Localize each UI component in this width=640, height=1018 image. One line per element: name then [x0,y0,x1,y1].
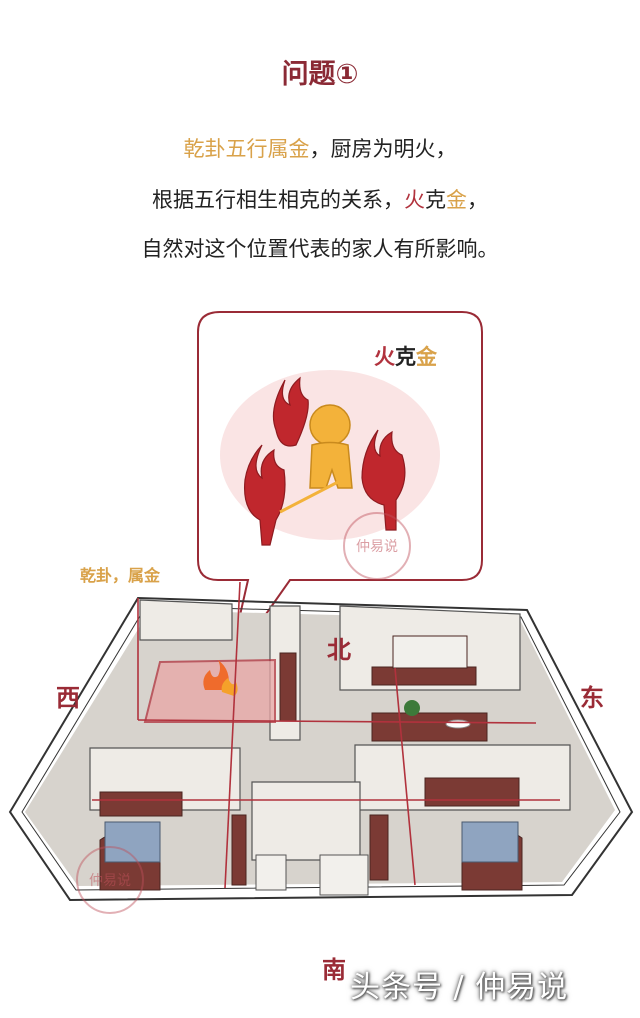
toilet-shape [255,854,287,891]
stick-shape [279,480,339,514]
direction-south: 南 [322,956,346,984]
kitchen-zone [143,658,276,723]
bagua-lines [92,581,560,889]
page-title: 问题① [281,59,359,90]
stamp-logo: 仲易说 [343,512,411,580]
qian-metal-text: 乾卦五行属金 [183,137,310,161]
text-line-3: 自然对这个位置代表的家人有所影响。 [141,237,499,261]
fire-word: 火 [404,188,425,212]
stove-fire-icon [203,660,238,696]
watermark: 头条号 / 仲易说 [350,970,569,1005]
stamp-logo-2: 仲易说 [76,846,144,914]
dish-icon [445,719,471,729]
fire-overcome-metal-label: 火克金 [374,341,437,371]
fire-figure-icon [243,376,406,546]
bubble-overcome: 克 [395,345,416,369]
bubble-fire: 火 [374,345,395,369]
washer-shape [319,854,369,896]
qian-label: 乾卦，属金 [80,562,160,586]
kitchen-fire-text: ，厨房为明火， [309,137,457,161]
bubble-metal: 金 [416,345,437,369]
metal-figure-icon [309,404,353,489]
plant-icon [404,700,420,716]
text-line-1: 乾卦五行属金，厨房为明火， [0,133,640,163]
text-line-2: 根据五行相生相克的关系，火克金， [0,184,640,214]
metal-word: 金 [446,188,467,212]
qian-label-part2: ，属金 [112,566,161,585]
stamp-text: 仲易说 [356,539,398,555]
qian-label-part1: 乾卦 [80,566,113,585]
comma: ， [467,188,488,212]
stamp-text-2: 仲易说 [89,873,131,889]
direction-east: 东 [580,684,604,712]
direction-west: 西 [56,684,80,712]
direction-north: 北 [327,636,351,664]
overcome-word: 克 [425,188,446,212]
five-elements-text: 根据五行相生相克的关系， [152,188,404,212]
